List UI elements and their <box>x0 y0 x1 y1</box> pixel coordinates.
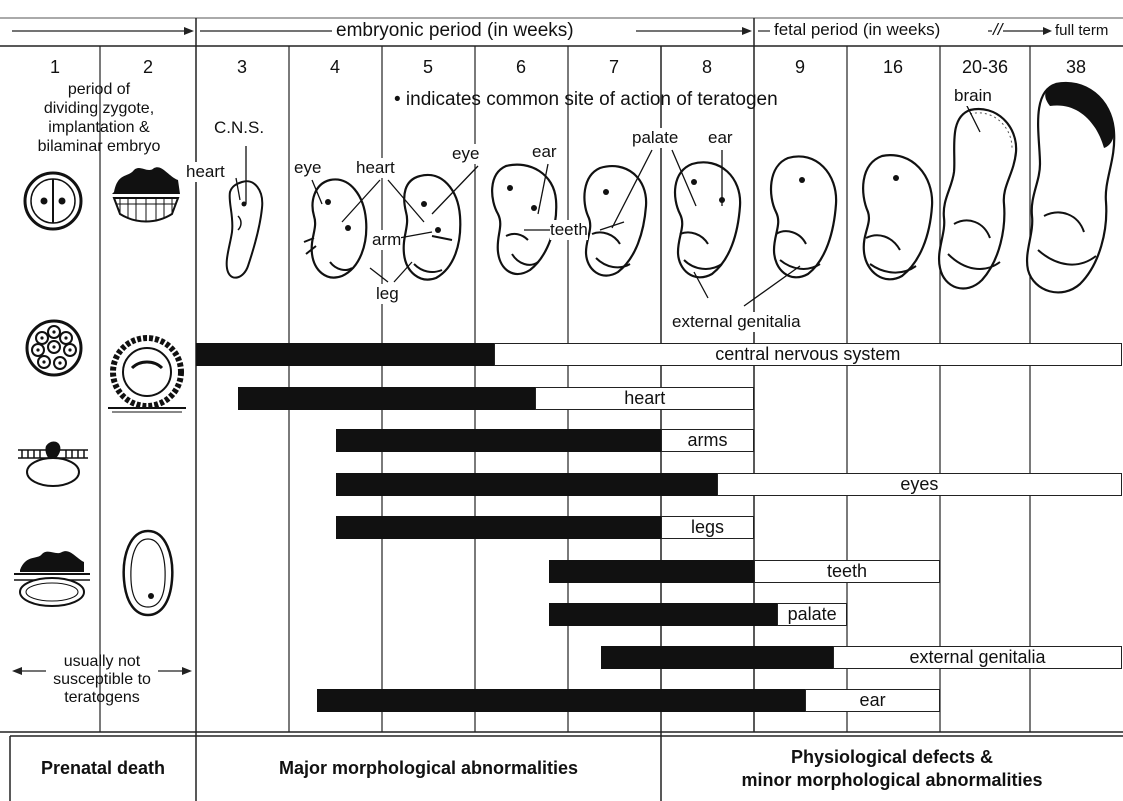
outcome-major-abnormalities: Major morphological abnormalities <box>196 736 661 801</box>
bar-ear: ear <box>317 689 940 712</box>
bar-legs: legs <box>336 516 755 539</box>
brain-label: brain <box>954 86 992 106</box>
bar-heart: heart <box>238 387 754 410</box>
palate-label: palate <box>632 128 678 148</box>
bar-sensitive-segment <box>601 646 834 669</box>
cns-label: C.N.S. <box>214 118 264 138</box>
bar-teeth: teeth <box>549 560 940 583</box>
bar-label: external genitalia <box>909 647 1045 668</box>
teeth-label: teeth <box>550 220 588 240</box>
bar-sensitive-segment <box>196 343 494 366</box>
ear-label-week8: ear <box>708 128 733 148</box>
outcome-physiological-defects: Physiological defects & minor morphologi… <box>661 736 1123 801</box>
leg-label: leg <box>376 284 399 304</box>
bar-sensitive-segment <box>336 473 717 496</box>
heart-label-week3: heart <box>186 162 225 182</box>
bar-sensitive-segment <box>238 387 536 410</box>
external-genitalia-figure-label: external genitalia <box>672 312 801 332</box>
bar-label: legs <box>691 517 724 538</box>
bar-sensitive-segment <box>549 560 754 583</box>
bar-label: ear <box>860 690 886 711</box>
outcome-line: Physiological defects & <box>791 746 993 769</box>
heart-label-week5: heart <box>356 158 395 178</box>
eye-label-week5: eye <box>452 144 479 164</box>
bar-external-genitalia: external genitalia <box>601 646 1122 669</box>
bar-central-nervous-system: central nervous system <box>196 343 1122 366</box>
bar-sensitive-segment <box>317 689 805 712</box>
arm-label: arm <box>372 230 401 250</box>
bar-label: arms <box>688 430 728 451</box>
bar-sensitive-segment <box>549 603 777 626</box>
bar-label: eyes <box>900 474 938 495</box>
eye-label-week4: eye <box>294 158 321 178</box>
bar-label: central nervous system <box>715 344 900 365</box>
outcome-line: minor morphological abnormalities <box>741 769 1042 792</box>
ear-label-week6: ear <box>532 142 557 162</box>
bar-label: heart <box>624 388 665 409</box>
bar-sensitive-segment <box>336 429 662 452</box>
bar-palate: palate <box>549 603 847 626</box>
outcome-prenatal-death: Prenatal death <box>10 736 196 801</box>
bar-label: teeth <box>827 561 867 582</box>
bar-sensitive-segment <box>336 516 662 539</box>
bar-eyes: eyes <box>336 473 1123 496</box>
bar-label: palate <box>788 604 837 625</box>
bar-arms: arms <box>336 429 755 452</box>
